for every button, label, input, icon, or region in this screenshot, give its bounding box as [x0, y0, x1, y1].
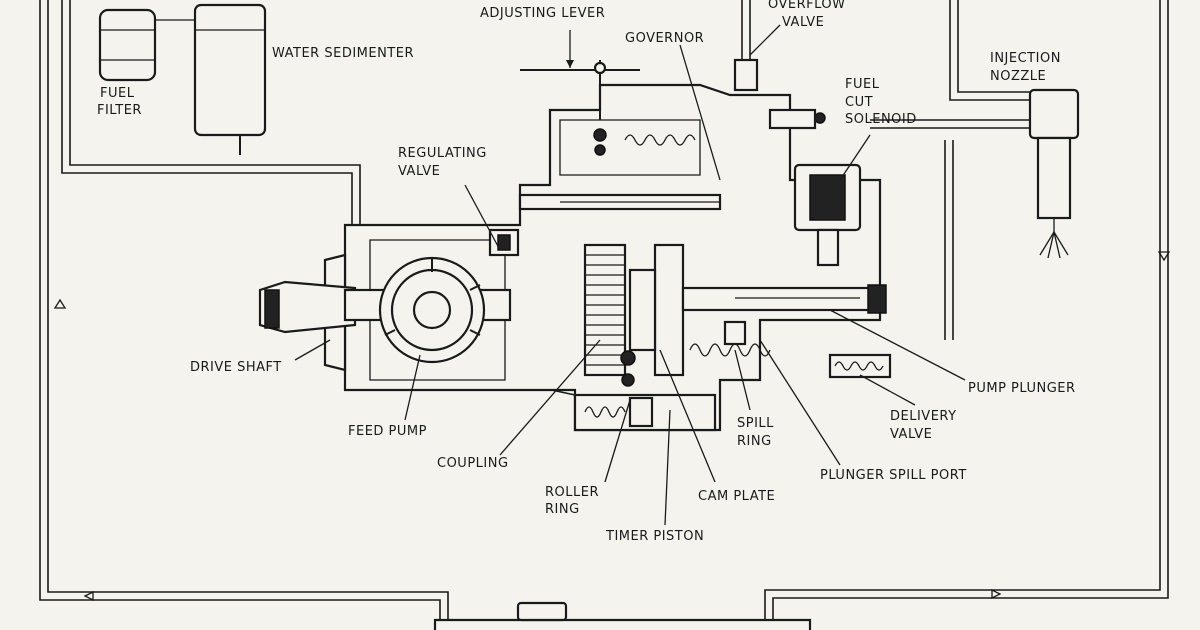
labels: ADJUSTING LEVER OVERFLOW VALVE GOVERNOR … [97, 0, 1076, 544]
label-injection-nozzle-line1: INJECTION [990, 51, 1061, 66]
label-water-sedimenter: WATER SEDIMENTER [272, 46, 414, 61]
label-timer-piston: TIMER PISTON [605, 529, 704, 544]
label-cam-plate: CAM PLATE [698, 489, 775, 504]
fuel-filter-graphic [98, 8, 157, 82]
label-injection-nozzle-line2: NOZZLE [990, 69, 1046, 84]
label-coupling: COUPLING [437, 456, 509, 471]
timer-piston-graphic [573, 393, 717, 432]
injection-nozzle-graphic [1028, 88, 1080, 259]
plunger-spring [689, 320, 771, 357]
label-drive-shaft: DRIVE SHAFT [190, 360, 282, 375]
cam-plate-graphic [583, 243, 685, 377]
regulating-valve-graphic [488, 228, 520, 257]
label-regulating-valve-line1: REGULATING [398, 146, 487, 161]
leader-lines [294, 24, 966, 526]
label-fuel-cut-solenoid-line1: FUEL [845, 77, 880, 92]
label-overflow-valve-line2: VALVE [782, 15, 824, 30]
roller-ring-graphic [620, 350, 636, 387]
water-sedimenter-graphic [155, 3, 267, 155]
label-feed-pump: FEED PUMP [348, 424, 427, 439]
fuel-piping [39, 0, 1171, 625]
label-delivery-valve-line1: DELIVERY [890, 409, 957, 424]
label-governor: GOVERNOR [625, 31, 704, 46]
pump-plunger-graphic [681, 284, 887, 314]
label-fuel-filter-line2: FILTER [97, 103, 142, 118]
governor-spring [593, 128, 696, 156]
delivery-valve-graphic [828, 353, 892, 379]
label-pump-plunger: PUMP PLUNGER [968, 381, 1076, 396]
adjusting-lever-graphic [520, 30, 640, 120]
label-fuel-filter-line1: FUEL [100, 86, 135, 101]
label-spill-ring-line1: SPILL [737, 416, 774, 431]
label-regulating-valve-line2: VALVE [398, 164, 440, 179]
label-fuel-cut-solenoid-line2: CUT [845, 95, 873, 110]
fuel-cut-solenoid-graphic [768, 108, 862, 267]
overflow-valve-graphic [733, 58, 759, 92]
label-spill-ring-line2: RING [737, 434, 772, 449]
label-adjusting-lever: ADJUSTING LEVER [480, 6, 605, 21]
label-roller-ring-line2: RING [545, 502, 580, 517]
label-fuel-cut-solenoid-line3: SOLENOID [845, 112, 917, 127]
fuel-tank-graphic [433, 601, 812, 630]
label-overflow-valve-line1: OVERFLOW [768, 0, 846, 12]
feed-pump-graphic [378, 256, 486, 364]
label-plunger-spill-port: PLUNGER SPILL PORT [820, 468, 967, 483]
label-delivery-valve-line2: VALVE [890, 427, 932, 442]
label-roller-ring-line1: ROLLER [545, 485, 599, 500]
